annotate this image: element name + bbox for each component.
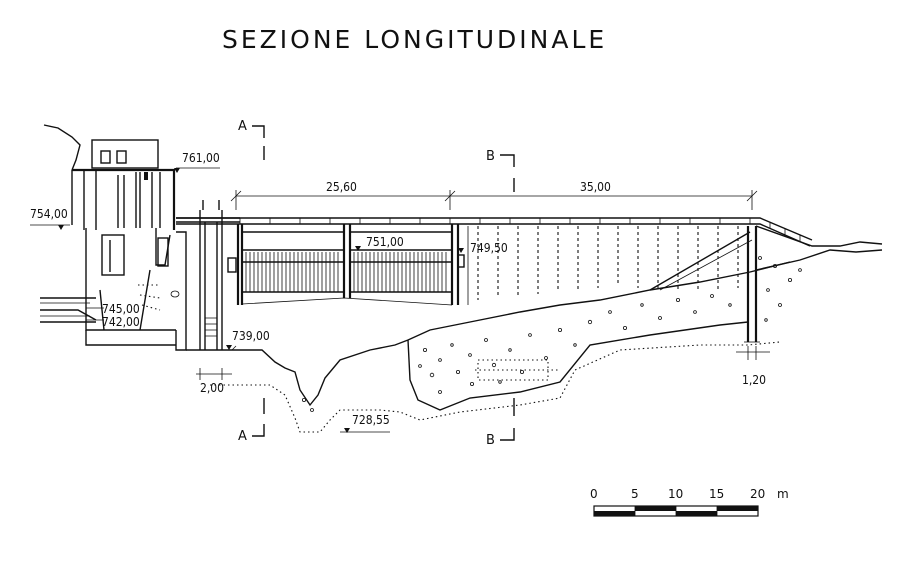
intake-tower [40,124,187,351]
elevation-745: 745,00 [102,302,140,316]
scale-unit: m [777,487,789,501]
dimension-span-35-00: 35,00 [580,180,611,194]
dimension-lines [196,190,770,380]
section-b-bottom-label: B [486,433,495,448]
elevation-739: 739,00 [232,329,270,343]
dimension-span-25-60: 25,60 [326,180,357,194]
section-b-top-label: B [486,149,495,164]
gate-shaft [176,200,240,351]
scale-tick-0: 0 [590,487,598,501]
elevation-728-55: 728,55 [352,413,390,427]
elevation-markers [30,167,464,433]
section-a-top-label: A [238,119,247,134]
scale-tick-15: 15 [709,487,724,501]
drawing-title: SEZIONE LONGITUDINALE [222,25,607,54]
foundation-ground [210,256,802,433]
elevation-761: 761,00 [182,151,220,165]
scale-tick-10: 10 [668,487,683,501]
scale-tick-5: 5 [631,487,639,501]
dam-body [176,217,883,343]
section-markers [252,125,515,441]
elevation-749-50: 749,50 [470,241,508,255]
elevation-751: 751,00 [366,235,404,249]
scale-bar: 0 5 10 15 20 m [590,487,789,517]
elevation-742: 742,00 [102,315,140,329]
section-a-bottom-label: A [238,429,247,444]
dimension-2-00: 2,00 [200,381,224,395]
dimension-1-20: 1,20 [742,373,766,387]
scale-tick-20: 20 [750,487,765,501]
elevation-754: 754,00 [30,207,68,221]
